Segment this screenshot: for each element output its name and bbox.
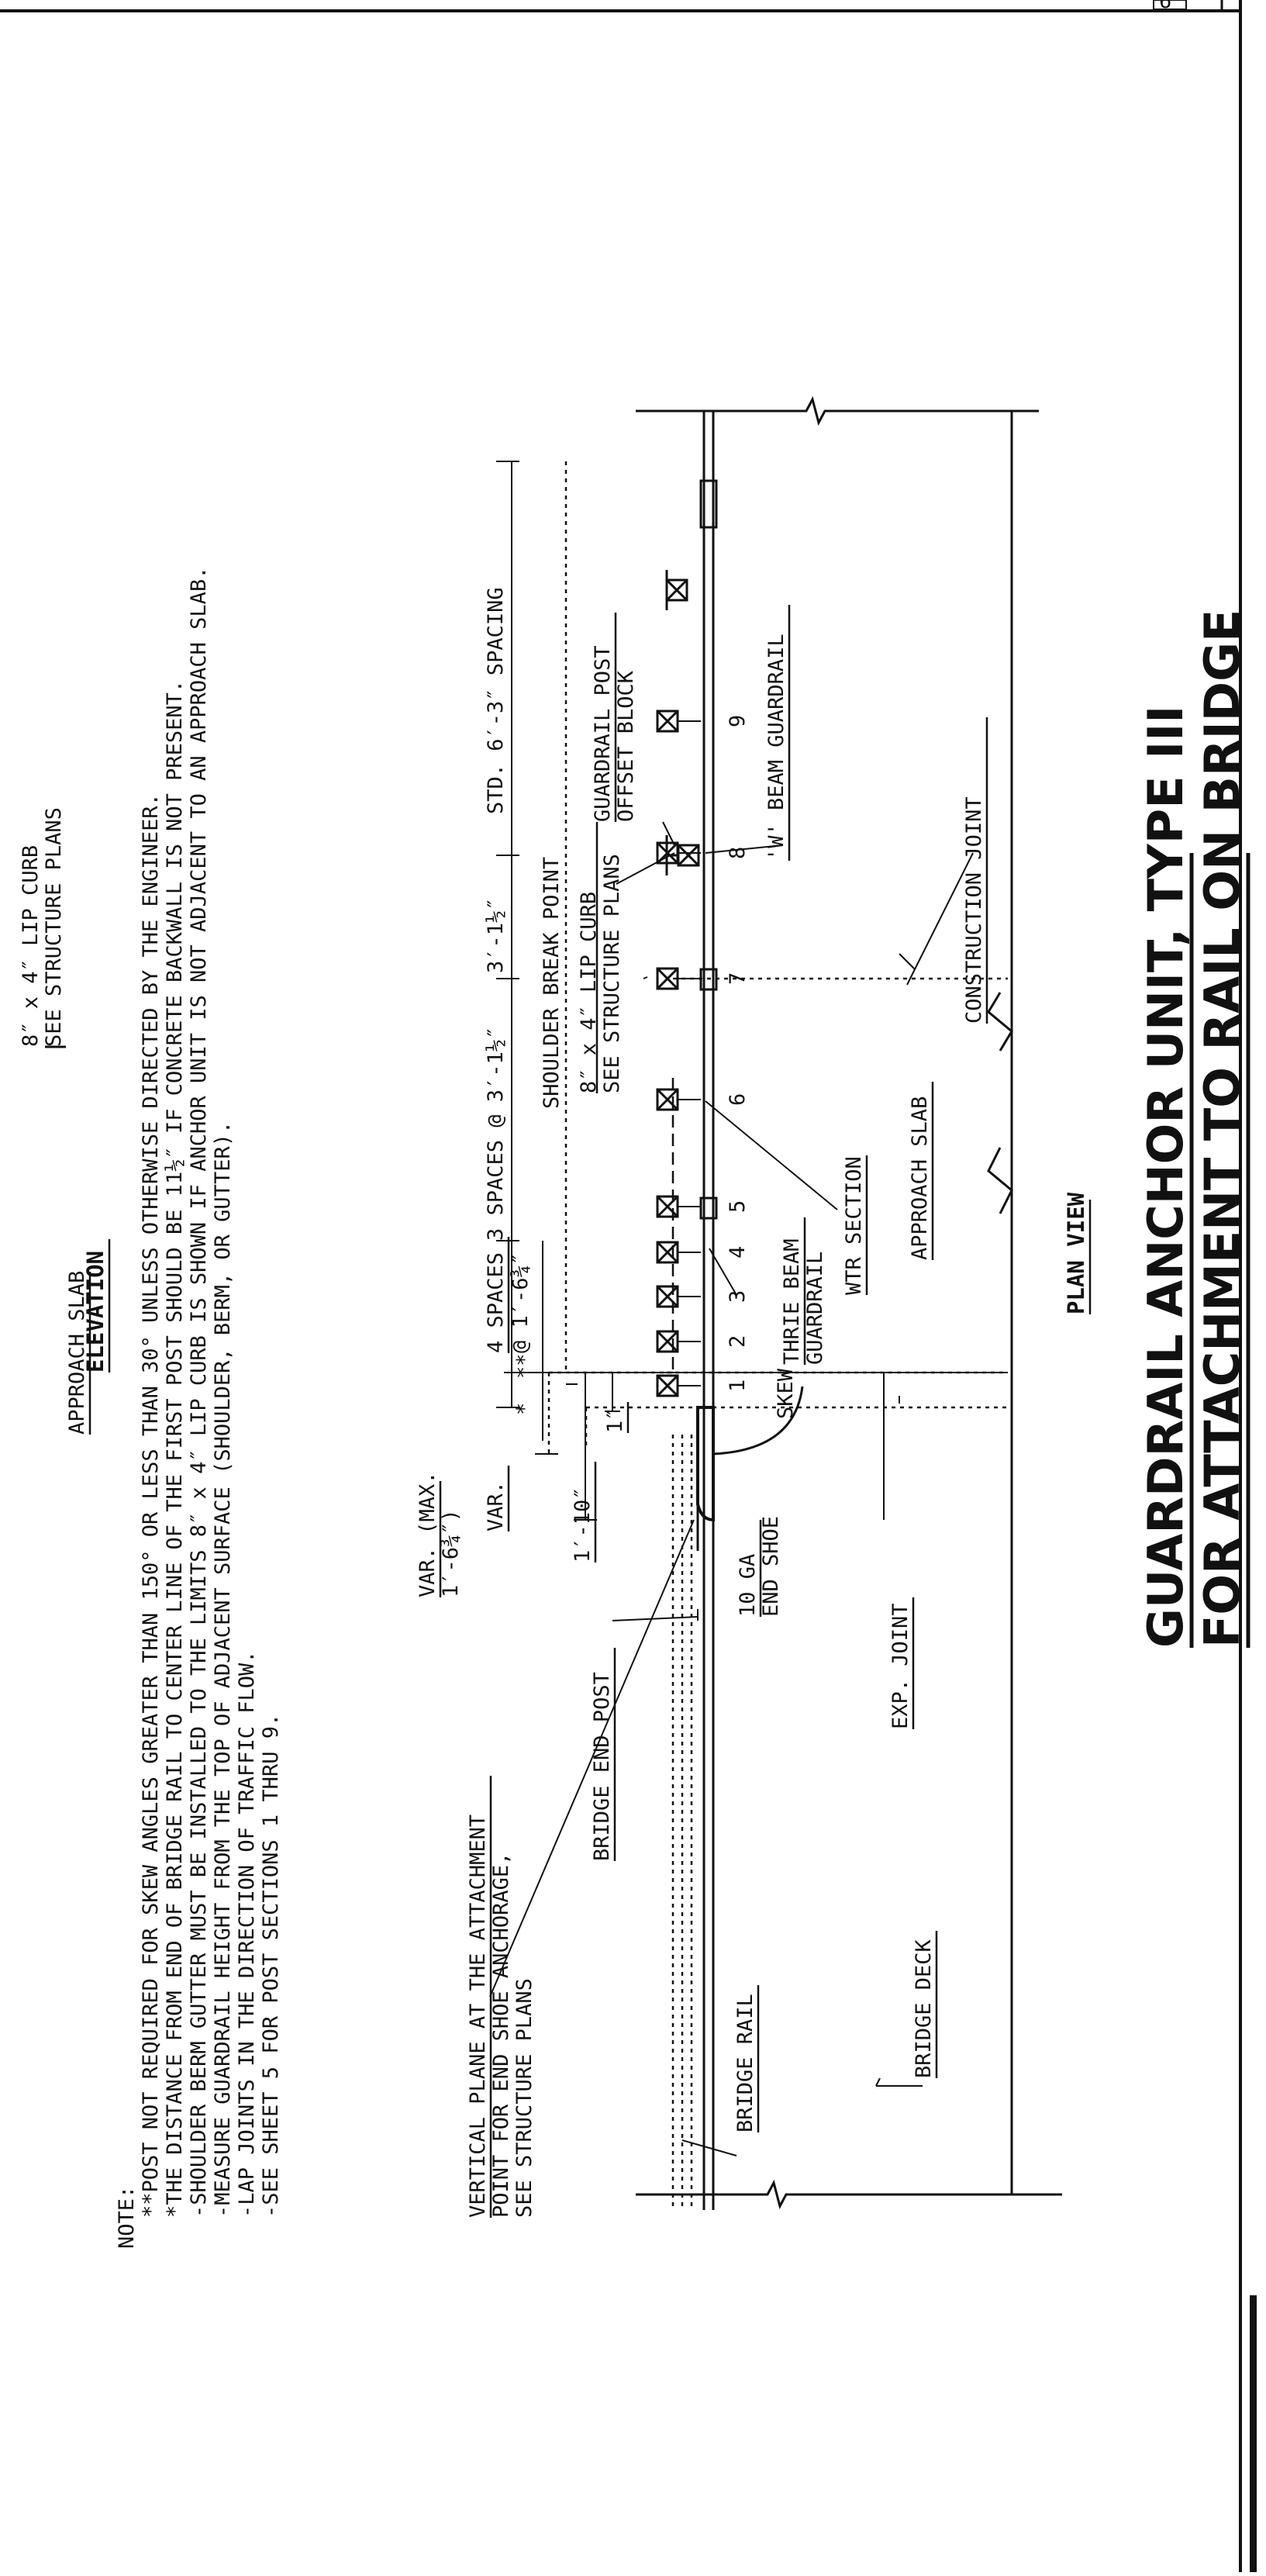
note-line: -LAP JOINTS IN THE DIRECTION OF TRAFFIC … [235,1651,259,2219]
plan-view-dimension-text: VAR. (MAX. 1′-6¾″) VAR. * ** 1′-10″ 1″ 4… [416,587,630,1597]
guardrail-post-4: 4 [656,1241,750,1264]
end-shoe-label: END SHOE [759,1516,783,1617]
thrie-beam-label: THRIE BEAM [780,1238,804,1365]
approach-slab-label: APPROACH SLAB [908,1096,932,1260]
plan-view-leaders [489,821,974,2156]
post-number: 1 [726,1380,750,1392]
shoulder-break-point-label: SHOULDER BREAK POINT [540,857,564,1109]
dim-three-spaces: 3 SPACES @ 3′-1½″ [484,1027,508,1241]
post-number: 5 [726,1200,750,1213]
offset-block-label: OFFSET BLOCK [614,670,638,822]
wtr-section-label: WTR SECTION [842,1156,866,1295]
bridge-deck-label: BRIDGE DECK [912,1939,936,2078]
note-line: *THE DISTANCE FROM END OF BRIDGE RAIL TO… [163,680,187,2218]
guardrail-post-3: 3 [656,1285,750,1308]
dim-var-max: VAR. (MAX. [416,1471,440,1597]
w-beam-guardrail-label: 'W' BEAM GUARDRAIL [764,634,788,861]
post-number: 3 [726,1290,750,1303]
post-number: 2 [726,1335,750,1348]
dim-one-inch: 1″ [603,1407,627,1433]
dim-three-one-half: 3′-1½″ [484,897,508,973]
dim-four-spaces: @ 1′-6¾″ [509,1252,533,1353]
post-number: 9 [726,715,750,727]
general-notes: NOTE: **POST NOT REQUIRED FOR SKEW ANGLE… [115,567,283,2249]
construction-joint-label: CONSTRUCTION JOINT [962,796,986,1024]
guardrail-post-1: 1 [656,1374,750,1397]
guardrail-post-5: 5 [656,1195,750,1218]
sheet-number: 6 [1159,0,1171,13]
dim-var-max: 1′-6¾″) [439,1509,463,1597]
note-line: -MEASURE GUARDRAIL HEIGHT FROM THE TOP O… [211,1121,235,2218]
skew-label: SKEW [774,1368,798,1419]
guardrail-post-7: 7 [656,967,750,990]
elevation-lip-curb-label: 8″ x 4″ LIP CURB [19,845,43,1047]
dim-star: * [512,1403,536,1415]
end-shoe-label: 10 GA [736,1554,760,1617]
plan-view-linework [547,395,1062,2210]
title-line-1: GUARDRAIL ANCHOR UNIT, TYPE III [1137,706,1194,1648]
elevation-heading: ELEVATION [82,1251,109,1373]
guardrail-post-2: 2 [656,1330,750,1353]
note-line: **POST NOT REQUIRED FOR SKEW ANGLES GREA… [139,793,163,2218]
plan-view-heading-text: PLAN VIEW [1063,1192,1089,1314]
elevation-see-structure-plans: SEE STRUCTURE PLANS [42,807,66,1047]
post-number: 6 [726,1093,750,1106]
elevation-approach-slab-label: APPROACH SLAB [65,1271,89,1435]
dim-std-spacing: STD. 6′-3″ SPACING [484,587,508,814]
vertical-plane-label: VERTICAL PLANE AT THE ATTACHMENT [466,1815,490,2218]
guardrail-post-label: GUARDRAIL POST [591,645,615,822]
post-number: 4 [726,1246,750,1259]
vertical-plane-label: POINT FOR END SHOE ANCHORAGE, [489,1853,513,2218]
dim-var: VAR. [484,1481,508,1531]
drawing-title: GUARDRAIL ANCHOR UNIT, TYPE III FOR ATTA… [1137,609,1250,1648]
elevation-caption: APPROACH SLAB 8″ x 4″ LIP CURB SEE STRUC… [19,807,111,1435]
dim-one-ten: 1′-10″ [571,1487,595,1563]
lip-curb-label: SEE STRUCTURE PLANS [600,854,624,1093]
dim-four-spaces: 4 SPACES [484,1252,508,1353]
bridge-end-post-label: BRIDGE END POST [590,1672,614,1861]
thrie-beam-label: GUARDRAIL [803,1252,827,1365]
plan-view-labels: VERTICAL PLANE AT THE ATTACHMENT POINT F… [466,605,988,2218]
exp-joint-label: EXP. JOINT [888,1603,912,1729]
guardrail-post-9: 9 [656,710,750,733]
post-number: 7 [726,972,750,985]
dim-double-star: ** [512,1353,536,1379]
guardrail-post-6: 6 [656,1088,750,1111]
vertical-plane-label: SEE STRUCTURE PLANS [512,1978,536,2218]
plan-view-dimensions [496,461,1008,1521]
plan-view-heading: PLAN VIEW [1063,1192,1092,1314]
title-line-2: FOR ATTACHMENT TO RAIL ON BRIDGE [1194,609,1250,1648]
notes-heading: NOTE: [115,2186,139,2249]
note-line: -SEE SHEET 5 FOR POST SECTIONS 1 THRU 9. [259,1714,283,2218]
note-line: -SHOULDER BERM GUTTER MUST BE INSTALLED … [187,567,211,2218]
bridge-rail-label: BRIDGE RAIL [733,1994,757,2132]
